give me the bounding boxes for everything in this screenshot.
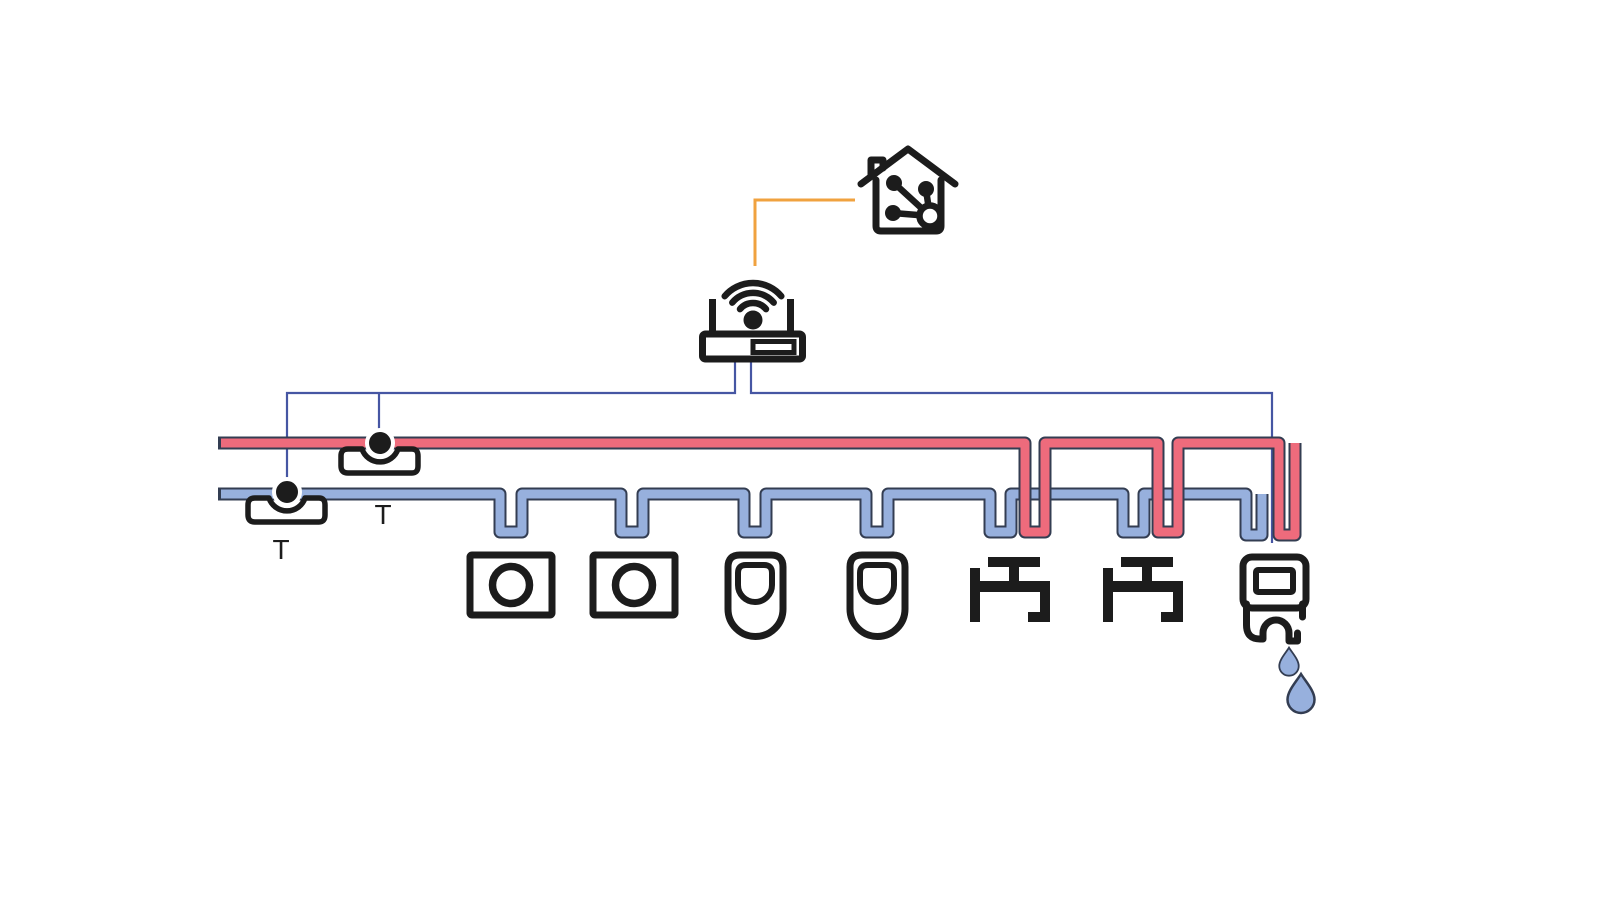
home-assistant-icon xyxy=(857,145,959,235)
network-nodes xyxy=(885,175,944,230)
internet-wire xyxy=(753,198,855,266)
hot-water-pipe-fill xyxy=(221,438,1300,540)
toilet-icon-1 xyxy=(728,555,783,636)
sensor-probe-icon xyxy=(365,428,395,458)
router-antenna-right xyxy=(787,299,794,337)
faucet-icon-2 xyxy=(1103,557,1183,622)
sensor-probe-icon xyxy=(272,477,302,507)
house-chimney xyxy=(867,156,887,180)
network-wire-right xyxy=(749,359,1274,543)
washing-machine-icon-1 xyxy=(470,555,552,615)
wifi-router-icon xyxy=(699,279,806,363)
hot-water-pipe xyxy=(218,436,1302,542)
washing-machine-icon-2 xyxy=(593,555,675,615)
water-drop-large-icon xyxy=(1286,672,1316,715)
faucet-icon-1 xyxy=(970,557,1050,622)
house-roof xyxy=(857,145,959,188)
water-heater-icon xyxy=(1239,553,1310,645)
wifi-dot xyxy=(743,310,763,330)
house-walls xyxy=(872,176,945,235)
router-antenna-left xyxy=(709,299,716,337)
hot-water-temperature-sensor: T xyxy=(341,428,418,530)
wifi-signal-icon xyxy=(721,279,785,313)
cold-water-pipe xyxy=(218,487,1269,542)
toilet-icon-2 xyxy=(850,555,905,636)
water-drop-small-icon xyxy=(1278,646,1300,677)
hot-sensor-label: T xyxy=(374,499,391,530)
cold-sensor-label: T xyxy=(272,534,289,565)
network-hub-node xyxy=(916,202,944,230)
leak-drops xyxy=(1278,646,1316,715)
cold-water-temperature-sensor: T xyxy=(248,477,325,565)
cold-water-pipe-fill xyxy=(221,489,1267,540)
router-led-panel xyxy=(750,339,797,355)
